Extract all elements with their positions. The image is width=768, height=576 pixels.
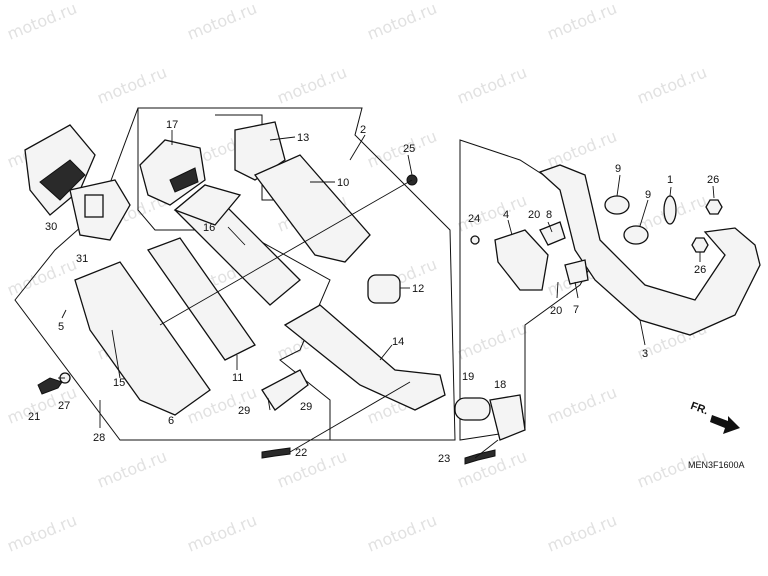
nut-part-26a xyxy=(705,199,723,215)
callout-31: 31 xyxy=(76,253,88,265)
callout-22: 22 xyxy=(295,447,307,459)
watermark-text: motod.ru xyxy=(184,511,259,556)
bolt-part-24 xyxy=(470,235,480,245)
clamp-part-18 xyxy=(489,394,526,441)
watermark-text: motod.ru xyxy=(4,0,79,44)
callout-13: 13 xyxy=(297,132,309,144)
watermark-text: motod.ru xyxy=(544,0,619,44)
collar-part-12 xyxy=(367,274,401,304)
callout-20a: 20 xyxy=(528,209,540,221)
spring-part-9b xyxy=(623,225,649,245)
stay-part-8 xyxy=(539,221,566,246)
callout-19: 19 xyxy=(462,371,474,383)
watermark-text: motod.ru xyxy=(544,383,619,428)
callout-26a: 26 xyxy=(707,174,719,186)
gasket-part-19 xyxy=(454,397,491,421)
watermark-text: motod.ru xyxy=(364,511,439,556)
watermark-text: motod.ru xyxy=(364,127,439,172)
watermark-text: motod.ru xyxy=(364,0,439,44)
callout-20b: 20 xyxy=(550,305,562,317)
callout-29a: 29 xyxy=(238,405,250,417)
callout-25: 25 xyxy=(403,143,415,155)
callout-labels: 1 2 3 4 5 6 7 8 9 9 10 11 12 13 14 15 16… xyxy=(28,119,719,465)
heat-guard-part-4 xyxy=(494,229,549,291)
callout-5: 5 xyxy=(58,321,64,333)
frame-inner-box xyxy=(137,108,331,440)
end-cap-part-30 xyxy=(24,124,96,216)
exhaust-pipe-part-3 xyxy=(538,164,761,336)
callout-27: 27 xyxy=(58,400,70,412)
callout-12: 12 xyxy=(412,283,424,295)
watermark-text: motod.ru xyxy=(454,191,529,236)
bracket-part-29 xyxy=(261,369,309,411)
leader-lines xyxy=(58,130,715,459)
watermark-text: motod.ru xyxy=(544,511,619,556)
callout-28: 28 xyxy=(93,432,105,444)
callout-1: 1 xyxy=(667,174,673,186)
front-direction-indicator: FR. xyxy=(689,400,740,434)
callout-9a: 9 xyxy=(615,163,621,175)
inner-pipe-part-16 xyxy=(173,184,301,306)
bolt-part-22 xyxy=(261,447,291,459)
gasket-part-1 xyxy=(663,195,677,225)
watermark-text: motod.ru xyxy=(4,511,79,556)
callout-11: 11 xyxy=(232,372,243,384)
spring-part-9a xyxy=(604,195,630,215)
diagram-code: MEN3F1600A xyxy=(688,460,745,470)
watermark-text: motod.ru xyxy=(454,319,529,364)
packing-part-11 xyxy=(146,237,256,361)
callout-15: 15 xyxy=(113,377,125,389)
watermark-text: motod.ru xyxy=(634,63,709,108)
callout-16: 16 xyxy=(203,222,215,234)
callout-10: 10 xyxy=(337,177,349,189)
callout-2: 2 xyxy=(360,124,366,136)
callout-17: 17 xyxy=(166,119,178,131)
end-cap-part-17 xyxy=(139,139,206,206)
bolt-part-21 xyxy=(37,377,63,395)
stay-part-7 xyxy=(564,259,589,285)
watermark-text: motod.ru xyxy=(274,63,349,108)
callout-4: 4 xyxy=(503,209,509,221)
callout-24: 24 xyxy=(468,213,480,225)
spark-arrester-part-31 xyxy=(69,179,131,241)
watermark-text: motod.ru xyxy=(94,63,169,108)
watermark-text: motod.ru xyxy=(184,0,259,44)
callout-29b: 29 xyxy=(300,401,312,413)
callout-18: 18 xyxy=(494,379,506,391)
bolt-part-23 xyxy=(464,449,496,465)
muffler-body-part-15 xyxy=(74,261,211,416)
callout-26b: 26 xyxy=(694,264,706,276)
watermark-text: motod.ru xyxy=(454,63,529,108)
callout-21: 21 xyxy=(28,411,40,423)
front-label: FR. xyxy=(689,400,710,417)
callout-23: 23 xyxy=(438,453,450,465)
muffler-shell-part-10 xyxy=(253,154,371,263)
watermark-text: motod.ru xyxy=(544,127,619,172)
watermark-text: motod.ru xyxy=(4,255,79,300)
front-arrow-icon xyxy=(710,415,740,434)
callout-8: 8 xyxy=(546,209,552,221)
callout-9b: 9 xyxy=(645,189,651,201)
callout-7: 7 xyxy=(573,304,579,316)
callout-14: 14 xyxy=(392,336,404,348)
callout-3: 3 xyxy=(642,348,648,360)
nut-part-26b xyxy=(691,237,709,253)
watermark-text: motod.ru xyxy=(94,447,169,492)
callout-6: 6 xyxy=(168,415,174,427)
muffler-inlet-part-14 xyxy=(283,304,446,411)
callout-30: 30 xyxy=(45,221,57,233)
